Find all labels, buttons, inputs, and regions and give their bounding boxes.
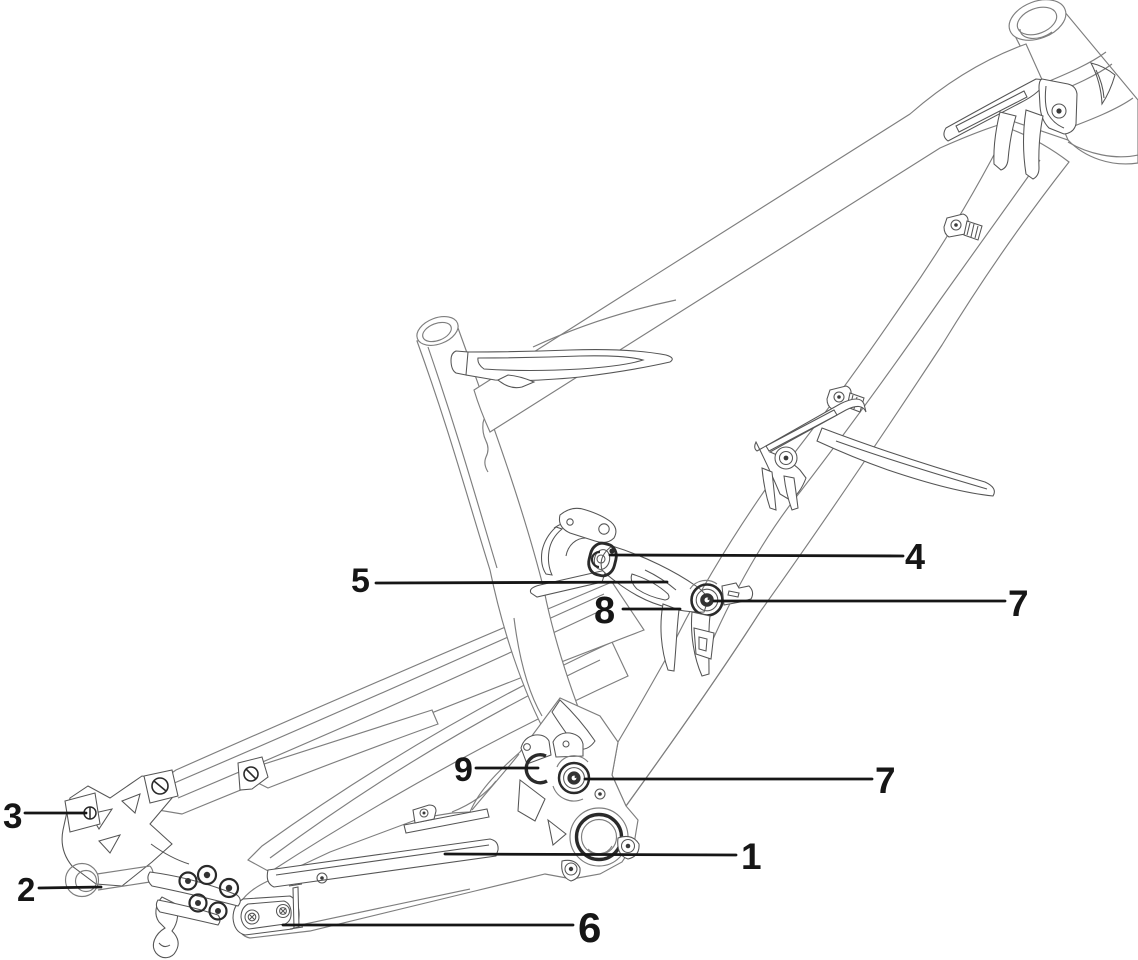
svg-text:5: 5 xyxy=(351,562,370,600)
svg-text:4: 4 xyxy=(905,536,925,577)
svg-text:7: 7 xyxy=(875,760,896,801)
svg-text:7: 7 xyxy=(1008,583,1029,624)
svg-text:9: 9 xyxy=(454,751,473,789)
svg-text:3: 3 xyxy=(3,797,22,836)
svg-text:6: 6 xyxy=(578,904,601,951)
svg-text:2: 2 xyxy=(17,871,35,908)
svg-text:1: 1 xyxy=(741,836,762,877)
svg-text:8: 8 xyxy=(594,590,615,632)
